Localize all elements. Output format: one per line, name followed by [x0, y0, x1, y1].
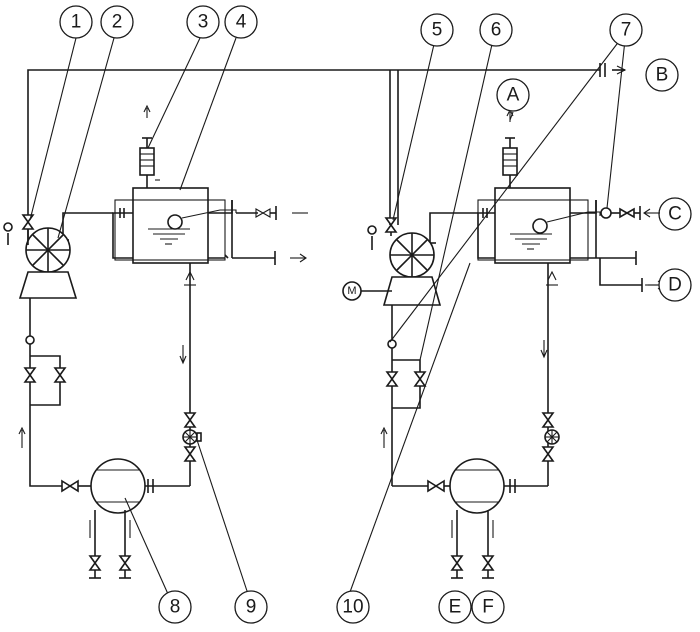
pump-base-right: [382, 276, 442, 306]
callout-4-label: 4: [236, 12, 247, 33]
flow-arrows: [646, 212, 660, 286]
callout-9: 9: [234, 590, 268, 624]
callout-7-label: 7: [621, 20, 632, 41]
callout-b: B: [645, 58, 679, 92]
callout-e-label: E: [449, 597, 462, 618]
callout-1: 1: [59, 5, 93, 39]
breather-left: [139, 147, 155, 176]
callout-3: 3: [186, 5, 220, 39]
callout-d-label: D: [668, 275, 682, 296]
motor-icon: [342, 281, 362, 301]
unit-left: [3, 104, 308, 579]
callout-6-label: 6: [491, 20, 502, 41]
callout-10-label: 10: [342, 597, 363, 618]
callout-5: 5: [420, 13, 454, 47]
callout-d: D: [658, 268, 692, 302]
callout-e: E: [438, 590, 472, 624]
callout-10: 10: [336, 590, 370, 624]
filter-right: [449, 458, 505, 514]
pump-base-left: [18, 271, 78, 299]
callout-2: 2: [100, 5, 134, 39]
callout-1-label: 1: [71, 12, 82, 33]
float-right: [532, 218, 548, 234]
callout-8: 8: [158, 590, 192, 624]
callout-3-label: 3: [198, 12, 209, 33]
breather-right: [502, 147, 518, 176]
callout-9-label: 9: [246, 597, 257, 618]
callout-2-label: 2: [112, 12, 123, 33]
callout-f: F: [471, 590, 505, 624]
callout-7: 7: [609, 13, 643, 47]
motor-label: M: [347, 285, 356, 297]
leader-lines: [29, 37, 626, 595]
callout-6: 6: [479, 13, 513, 47]
callout-5-label: 5: [432, 20, 443, 41]
unit-right: M: [342, 108, 665, 579]
callout-f-label: F: [482, 597, 494, 618]
callout-8-label: 8: [170, 597, 181, 618]
callout-c-label: C: [668, 204, 682, 225]
callout-a-label: A: [507, 85, 520, 106]
filter-left: [90, 458, 146, 514]
callout-a: A: [496, 78, 530, 112]
callout-c: C: [658, 197, 692, 231]
callout-4: 4: [224, 5, 258, 39]
callout-b-label: B: [656, 65, 669, 86]
float-left: [167, 214, 183, 230]
